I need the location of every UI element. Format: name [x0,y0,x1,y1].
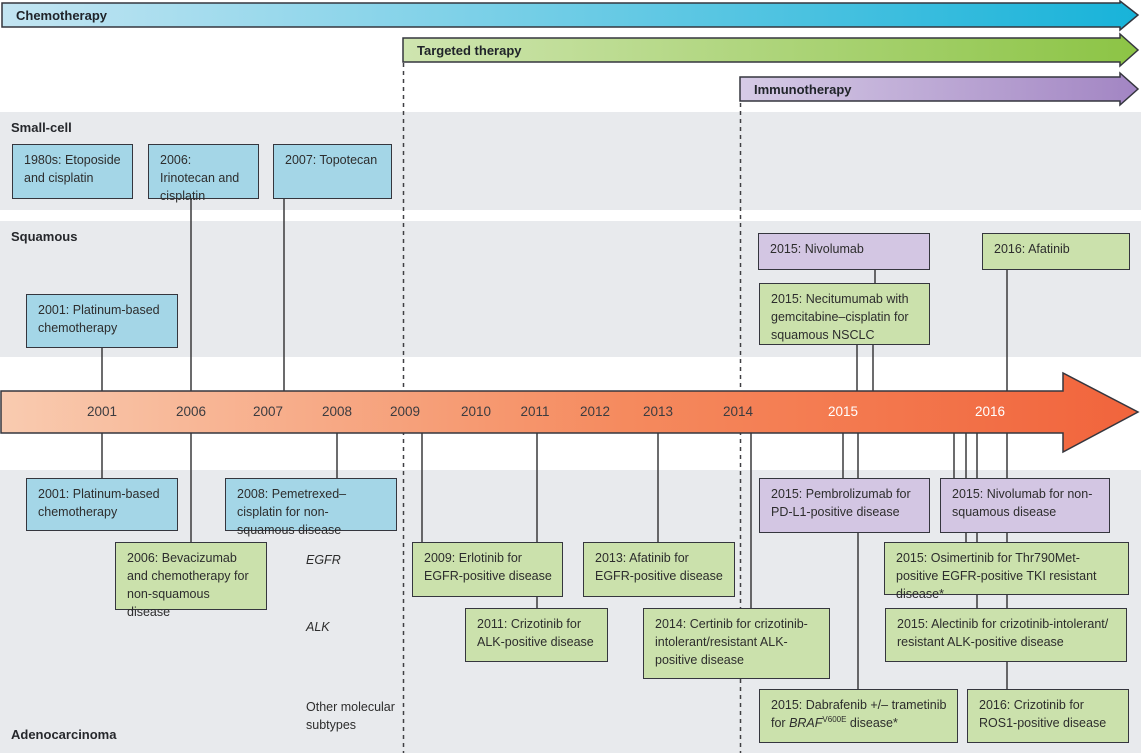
dabrafenib-gene-braf: BRAF [789,716,823,730]
event-box-small-cell-1980s-etoposide: 1980s: Etoposide and cisplatin [12,144,133,199]
year-label-2007: 2007 [252,404,284,419]
dabrafenib-mutation-superscript: V600E [822,714,847,724]
year-label-2013: 2013 [642,404,674,419]
year-label-2001: 2001 [86,404,118,419]
dabrafenib-text-suffix: disease* [846,716,898,730]
year-label-2015: 2015 [827,404,859,419]
event-box-adeno-2014-certinib: 2014: Certinib for crizotinib-intolerant… [643,608,830,679]
targeted-therapy-banner-label: Targeted therapy [417,43,522,58]
event-box-adeno-2015-nivolumab: 2015: Nivolumab for non-squamous disease [940,478,1110,533]
event-box-small-cell-2006-irinotecan: 2006: Irinotecan and cisplatin [148,144,259,203]
row-label-small-cell: Small-cell [11,120,72,135]
event-box-adeno-2001-platinum: 2001: Platinum-based chemotherapy [26,478,178,531]
event-box-adeno-2015-alectinib: 2015: Alectinib for crizotinib-intoleran… [885,608,1127,662]
immunotherapy-banner-arrow [739,71,1140,107]
year-label-2008: 2008 [321,404,353,419]
chemotherapy-banner-label: Chemotherapy [16,8,108,23]
event-box-squamous-2016-afatinib: 2016: Afatinib [982,233,1130,270]
year-label-2010: 2010 [460,404,492,419]
year-label-2009: 2009 [389,404,421,419]
immunotherapy-banner-label: Immunotherapy [754,82,852,97]
event-box-adeno-2011-crizotinib: 2011: Crizotinib for ALK-positive diseas… [465,608,608,662]
event-box-adeno-2015-pembrolizumab: 2015: Pembrolizumab for PD-L1-positive d… [759,478,930,533]
event-box-adeno-2008-pemetrexed: 2008: Pemetrexed–cisplatin for non-squam… [225,478,397,537]
event-box-small-cell-2007-topotecan: 2007: Topotecan [273,144,392,199]
year-label-2016: 2016 [974,404,1006,419]
year-label-2014: 2014 [722,404,754,419]
year-label-2012: 2012 [579,404,611,419]
squamous-row-band [0,221,1141,357]
event-box-adeno-2015-osimertinib: 2015: Osimertinib for Thr790Met-positive… [884,542,1129,601]
event-box-adeno-2015-dabrafenib: 2015: Dabrafenib +/– trametinib for BRAF… [759,689,958,743]
event-box-adeno-2016-crizotinib: 2016: Crizotinib for ROS1-positive disea… [967,689,1129,743]
event-box-adeno-2013-afatinib: 2013: Afatinib for EGFR-positive disease [583,542,735,597]
chemotherapy-banner-arrow [1,0,1140,32]
gene-label-alk: ALK [306,620,330,634]
year-label-2011: 2011 [520,404,550,419]
event-box-squamous-2015-nivolumab: 2015: Nivolumab [758,233,930,270]
event-box-squamous-2015-necitumumab: 2015: Necitumumab with gemcitabine–cispl… [759,283,930,345]
gene-label-egfr: EGFR [306,553,341,567]
timeline-arrow [0,371,1140,454]
targeted-therapy-banner-arrow [402,32,1140,68]
event-box-squamous-2001-platinum: 2001: Platinum-based chemotherapy [26,294,178,348]
event-box-adeno-2009-erlotinib: 2009: Erlotinib for EGFR-positive diseas… [412,542,563,597]
row-label-squamous: Squamous [11,229,78,244]
label-other-molecular-subtypes: Other molecular subtypes [306,700,395,732]
event-box-adeno-2006-bevacizumab: 2006: Bevacizumab and chemotherapy for n… [115,542,267,619]
row-label-adenocarcinoma: Adenocarcinoma [11,727,117,742]
dabrafenib-text-prefix: 2015: Dabrafenib +/– trametinib for [771,698,947,730]
year-label-2006: 2006 [175,404,207,419]
connector-lines-group [101,199,1008,690]
